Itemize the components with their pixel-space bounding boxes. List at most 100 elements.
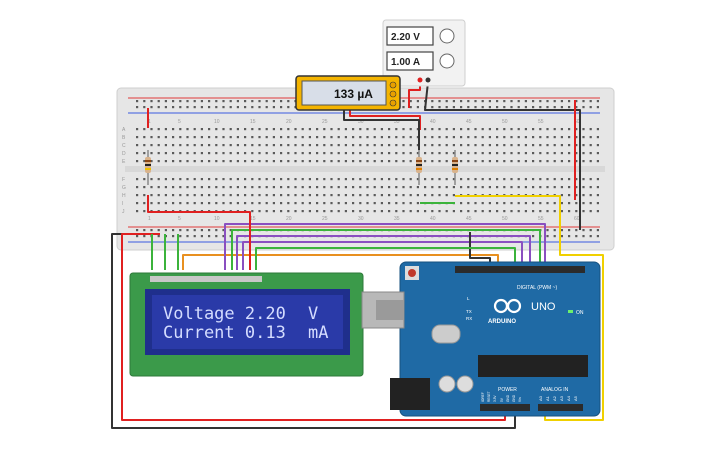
- breadboard-hole: [503, 186, 506, 189]
- breadboard-hole: [431, 178, 434, 181]
- breadboard-hole: [395, 178, 398, 181]
- breadboard-hole: [452, 144, 455, 147]
- breadboard-hole: [366, 128, 369, 131]
- breadboard-hole: [344, 194, 347, 197]
- breadboard-hole: [575, 210, 578, 213]
- breadboard-hole: [589, 128, 592, 131]
- breadboard-hole: [395, 186, 398, 189]
- breadboard-hole: [294, 210, 297, 213]
- breadboard-hole: [229, 235, 232, 238]
- breadboard[interactable]: 1 5 10 15 20 25 30 35 40 45 50 55 60 1 5…: [116, 87, 615, 251]
- breadboard-hole: [323, 202, 326, 205]
- breadboard-hole: [359, 178, 362, 181]
- supply-terminal-negative[interactable]: [425, 77, 431, 83]
- breadboard-hole: [496, 160, 499, 163]
- breadboard-hole: [373, 210, 376, 213]
- breadboard-hole: [179, 178, 182, 181]
- breadboard-hole: [200, 128, 203, 131]
- breadboard-hole: [582, 186, 585, 189]
- breadboard-hole: [582, 194, 585, 197]
- breadboard-hole: [251, 210, 254, 213]
- breadboard-hole: [236, 106, 239, 109]
- breadboard-hole: [215, 194, 218, 197]
- digital-header[interactable]: [455, 266, 585, 273]
- breadboard-hole: [575, 152, 578, 155]
- breadboard-hole: [251, 194, 254, 197]
- breadboard-hole: [222, 152, 225, 155]
- breadboard-hole: [143, 194, 146, 197]
- wire-orange-lcd: [182, 254, 499, 270]
- supply-terminal-positive[interactable]: [417, 77, 423, 83]
- breadboard-hole: [553, 178, 556, 181]
- breadboard-hole: [193, 152, 196, 155]
- resistor-2[interactable]: [416, 150, 422, 185]
- breadboard-hole: [179, 186, 182, 189]
- breadboard-hole: [373, 160, 376, 163]
- arduino-uno[interactable]: ARDUINO UNO DIGITAL (PWM ~) ANALOG IN PO…: [361, 261, 601, 417]
- breadboard-hole: [200, 152, 203, 155]
- breadboard-hole: [402, 210, 405, 213]
- breadboard-hole: [265, 202, 268, 205]
- breadboard-hole: [575, 194, 578, 197]
- breadboard-hole: [474, 210, 477, 213]
- breadboard-hole: [568, 160, 571, 163]
- breadboard-hole: [560, 202, 563, 205]
- breadboard-hole: [402, 186, 405, 189]
- breadboard-hole: [467, 178, 470, 181]
- breadboard-hole: [330, 202, 333, 205]
- row-letter: H: [122, 193, 126, 199]
- meter-mode-a[interactable]: [389, 81, 397, 89]
- lcd-module[interactable]: Voltage 2.20 V Current 0.13 mA: [129, 272, 364, 377]
- breadboard-hole: [582, 144, 585, 147]
- breadboard-hole: [330, 144, 333, 147]
- breadboard-hole: [272, 178, 275, 181]
- breadboard-hole: [532, 136, 535, 139]
- breadboard-hole: [409, 100, 412, 103]
- breadboard-hole: [452, 210, 455, 213]
- power-header[interactable]: [480, 404, 530, 411]
- breadboard-hole: [503, 152, 506, 155]
- breadboard-hole: [157, 235, 160, 238]
- breadboard-hole: [323, 178, 326, 181]
- breadboard-hole: [510, 178, 513, 181]
- breadboard-hole: [330, 186, 333, 189]
- breadboard-hole: [280, 160, 283, 163]
- resistor-3[interactable]: [452, 150, 458, 185]
- voltage-knob[interactable]: [439, 28, 455, 44]
- breadboard-hole: [222, 106, 225, 109]
- breadboard-hole: [272, 202, 275, 205]
- breadboard-hole: [424, 194, 427, 197]
- breadboard-hole: [596, 235, 599, 238]
- current-knob[interactable]: [439, 53, 455, 69]
- breadboard-hole: [287, 152, 290, 155]
- breadboard-hole: [208, 136, 211, 139]
- meter-mode-r[interactable]: [389, 99, 397, 107]
- analog-header[interactable]: [538, 404, 583, 411]
- multimeter[interactable]: 133 µA: [295, 75, 401, 111]
- breadboard-hole: [251, 178, 254, 181]
- resistor-1[interactable]: [145, 150, 151, 185]
- breadboard-hole: [488, 178, 491, 181]
- breadboard-hole: [301, 186, 304, 189]
- breadboard-hole: [496, 128, 499, 131]
- breadboard-hole: [294, 178, 297, 181]
- power-supply[interactable]: 2.20 V 1.00 A: [382, 19, 466, 87]
- breadboard-hole: [308, 152, 311, 155]
- breadboard-hole: [229, 194, 232, 197]
- breadboard-hole: [150, 106, 153, 109]
- breadboard-hole: [373, 194, 376, 197]
- meter-mode-v[interactable]: [389, 90, 397, 98]
- breadboard-hole: [481, 160, 484, 163]
- arduino-logo-icon: [493, 298, 522, 314]
- breadboard-hole: [308, 178, 311, 181]
- breadboard-hole: [359, 144, 362, 147]
- breadboard-hole: [409, 152, 412, 155]
- breadboard-hole: [208, 194, 211, 197]
- breadboard-hole: [172, 106, 175, 109]
- col-num: 60: [574, 119, 580, 125]
- rx-led-label: RX: [466, 316, 472, 321]
- breadboard-hole: [416, 178, 419, 181]
- breadboard-hole: [272, 128, 275, 131]
- breadboard-hole: [150, 144, 153, 147]
